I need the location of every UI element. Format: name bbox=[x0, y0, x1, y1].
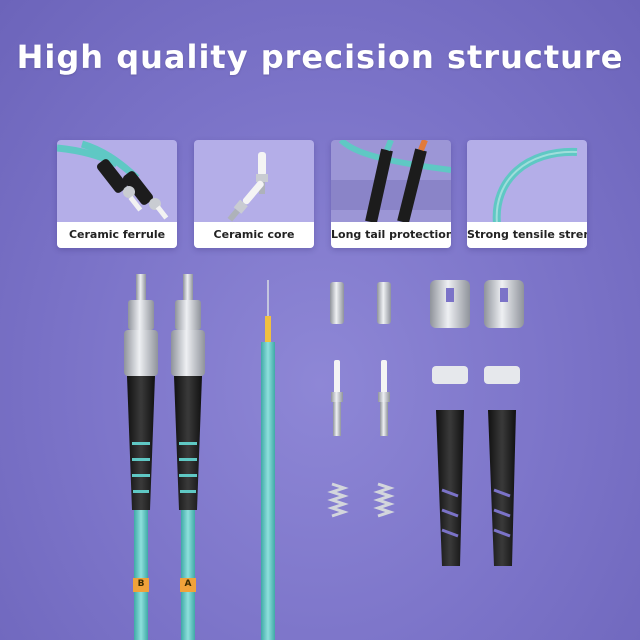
bent-cable-icon bbox=[492, 147, 578, 222]
headline: High quality precision structure bbox=[16, 38, 624, 76]
ceramic-ferrule-connector-icon bbox=[57, 140, 169, 220]
st-connector-a bbox=[171, 274, 205, 640]
feature-card-tensile-strength: Strong tensile strength bbox=[467, 140, 587, 248]
stripped-fiber-cable bbox=[261, 280, 275, 640]
ceramic-core-pin-icon bbox=[227, 152, 268, 222]
st-connector-b bbox=[124, 274, 158, 640]
feature-label: Strong tensile strength bbox=[467, 222, 587, 248]
feature-card-ceramic-core: Ceramic core bbox=[194, 140, 314, 248]
feature-cards: Ceramic ferrule Ceramic core Long tail p… bbox=[57, 140, 587, 248]
ferrule-pins bbox=[330, 282, 391, 436]
feature-card-tail-protection: Long tail protection bbox=[331, 140, 451, 248]
strain-relief-boots bbox=[436, 410, 516, 566]
cable-tag-b bbox=[133, 578, 149, 592]
connector-parts-illustration bbox=[124, 274, 524, 640]
tail-boot-icon bbox=[331, 140, 451, 222]
feature-label: Ceramic ferrule bbox=[57, 222, 177, 248]
cable-tag-a-label: A bbox=[184, 579, 192, 589]
feature-card-ceramic-ferrule: Ceramic ferrule bbox=[57, 140, 177, 248]
springs bbox=[327, 482, 395, 518]
metal-sleeves bbox=[430, 280, 524, 384]
cable-tag-a bbox=[180, 578, 196, 592]
cable-tag-b-label: B bbox=[137, 579, 145, 589]
feature-label: Long tail protection bbox=[331, 222, 451, 248]
feature-label: Ceramic core bbox=[194, 222, 314, 248]
